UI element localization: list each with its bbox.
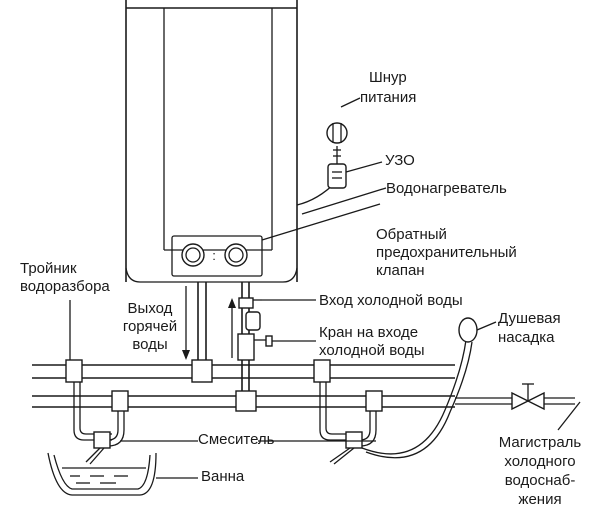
shower-hose: [361, 317, 497, 459]
mains-label-line2: холодного: [504, 453, 576, 470]
water-heater-tank: [125, 0, 298, 283]
mixer-label: Смеситель: [198, 431, 275, 448]
shower-label-line2: насадка: [498, 329, 555, 346]
mains-label-line3: водоснаб-: [504, 472, 576, 489]
bathtub: [47, 452, 157, 496]
inlet-tap-label-line1: Кран на входе: [319, 324, 419, 341]
inlet-tap-label-line2: холодной воды: [319, 342, 425, 359]
hot-outlet-label-line3: воды: [132, 336, 168, 353]
rcd-device: [327, 163, 347, 189]
tee-label-line2: водоразбора: [20, 278, 110, 295]
leader-lines: [69, 161, 581, 479]
tee-label-line1: Тройник: [20, 260, 77, 277]
hot-outlet-label-line1: Выход: [127, 300, 173, 317]
cold-line-fittings: [111, 390, 383, 412]
plug-icon: [326, 122, 348, 144]
power-cord-label-line1: Шнур: [369, 69, 407, 86]
control-panel: :: [171, 235, 263, 277]
check-valve-label-line2: предохранительный: [376, 244, 517, 261]
heater-label: Водонагреватель: [386, 180, 507, 197]
check-valve-label-line3: клапан: [376, 262, 425, 279]
bath-mixer: [73, 382, 125, 465]
mains-label-line4: жения: [518, 491, 562, 508]
shower-head-icon: [458, 317, 478, 343]
cold-inlet-label: Вход холодной воды: [319, 292, 463, 309]
rcd-label: УЗО: [385, 152, 415, 169]
power-cord: [296, 97, 361, 206]
power-cord-label-line2: питания: [360, 89, 417, 106]
mains-valve: [511, 383, 545, 411]
heater-connections: [182, 282, 273, 395]
panel-separator: :: [212, 248, 216, 263]
check-valve-label-line1: Обратный: [376, 226, 447, 243]
hot-outlet-label-line2: горячей: [122, 318, 178, 335]
bath-label: Ванна: [201, 468, 245, 485]
hot-line-fittings: [65, 359, 331, 383]
shower-label-line1: Душевая: [498, 310, 561, 327]
mains-label-line1: Магистраль: [498, 434, 582, 451]
